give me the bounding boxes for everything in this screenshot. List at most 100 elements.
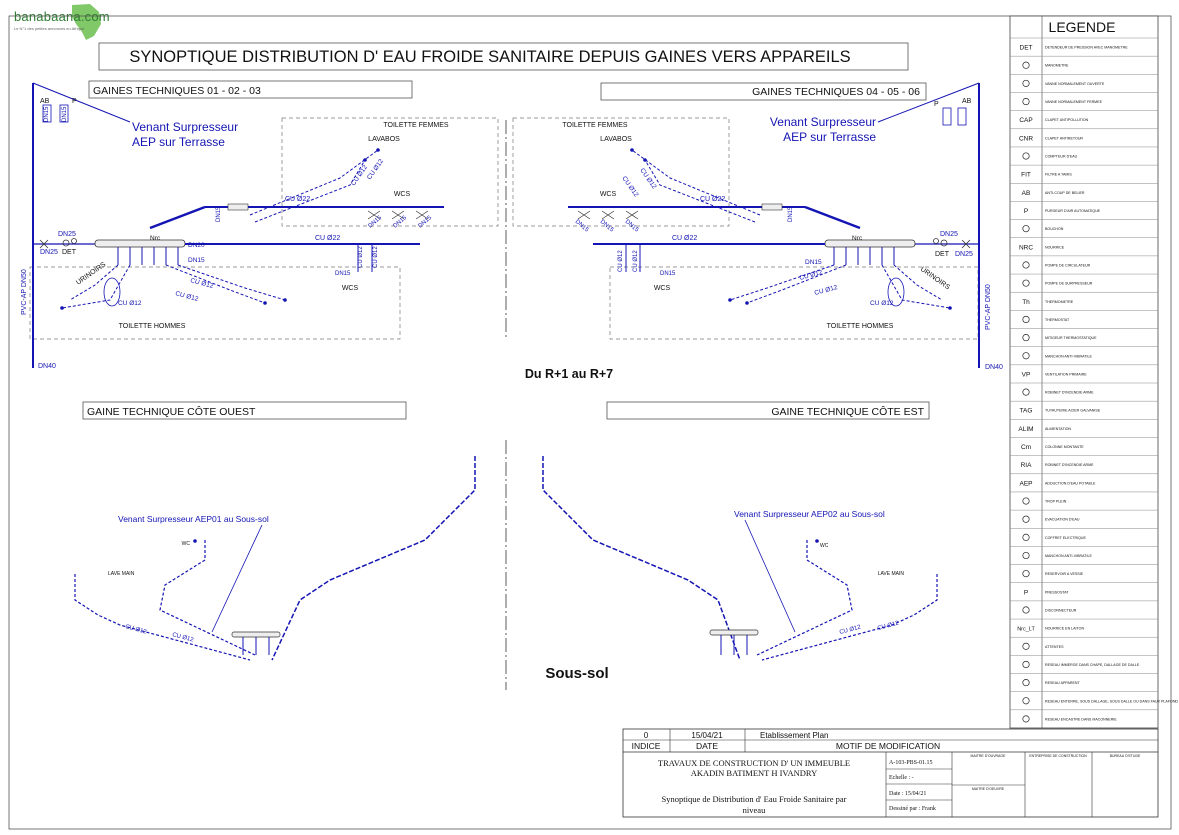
svg-text:TOILETTE FEMMES: TOILETTE FEMMES [562, 122, 628, 129]
legend-symbol: FIT [1021, 172, 1031, 179]
svg-text:DN20: DN20 [188, 242, 205, 249]
section-left-top: GAINES TECHNIQUES 01 - 02 - 03 [93, 85, 261, 97]
svg-text:CU Ø12: CU Ø12 [124, 624, 147, 636]
legend-symbol: TAG [1020, 408, 1033, 415]
svg-text:CU Ø22: CU Ø22 [672, 235, 697, 242]
svg-text:DN15: DN15 [335, 271, 351, 277]
logo-text: banabaana.com [14, 9, 110, 24]
svg-text:Nrc: Nrc [150, 235, 161, 242]
legend-symbol-icon [1022, 497, 1030, 505]
svg-text:DN15: DN15 [805, 259, 822, 266]
svg-text:Date : 15/04/21: Date : 15/04/21 [889, 791, 926, 797]
svg-text:PVC-AP DN50: PVC-AP DN50 [985, 284, 992, 330]
legend-symbol-icon [1022, 679, 1030, 687]
svg-text:CU Ø22: CU Ø22 [285, 196, 310, 203]
legend-item-text: TUYAUTERIE ACIER GALVANISE [1045, 409, 1101, 413]
svg-text:AB: AB [40, 98, 50, 105]
legend-symbol: ALIM [1018, 426, 1033, 433]
legend-symbol: NRC [1019, 244, 1033, 251]
legend-item-text: VANNE NORMALEMENT FERMEE [1045, 100, 1103, 104]
legend-item-text: ALIMENTATION [1045, 427, 1071, 431]
svg-text:DN25: DN25 [955, 251, 973, 258]
svg-text:DN15: DN15 [788, 206, 794, 222]
svg-text:LAVABOS: LAVABOS [368, 136, 400, 143]
legend-item-text: CLAPET ANTIPOLLUTION [1045, 118, 1089, 122]
svg-text:15/04/21: 15/04/21 [691, 731, 723, 740]
svg-text:DN15: DN15 [599, 219, 615, 234]
svg-text:AEP sur Terrasse: AEP sur Terrasse [783, 130, 876, 144]
svg-text:P: P [72, 98, 77, 105]
svg-text:WCS: WCS [654, 285, 671, 292]
title-block: 0 15/04/21 Etablissement Plan INDICE DAT… [622, 728, 1159, 818]
legend-symbol: CNR [1019, 135, 1033, 142]
svg-text:CU Ø12: CU Ø12 [174, 290, 199, 303]
sheet-border [8, 15, 1172, 830]
svg-text:CU Ø12: CU Ø12 [633, 250, 639, 272]
legend-symbol: Cm [1021, 444, 1031, 451]
legend-item-text: RESEAU ENTERRE, SOUS DALLAGE, SOUS DALLE… [1045, 699, 1178, 703]
svg-text:WCS: WCS [600, 191, 617, 198]
legend-item-text: PRESSOSTAT [1045, 590, 1069, 594]
svg-text:DN25: DN25 [58, 231, 76, 238]
svg-text:Echelle : -: Echelle : - [889, 775, 914, 781]
svg-text:CU Ø12: CU Ø12 [171, 632, 194, 644]
legend-symbol: CAP [1019, 117, 1032, 124]
svg-text:CU Ø12: CU Ø12 [366, 158, 385, 182]
svg-text:Venant Surpresseur AEP01 au So: Venant Surpresseur AEP01 au Sous-sol [118, 514, 269, 524]
svg-text:Nrc: Nrc [852, 235, 863, 242]
page-title: SYNOPTIQUE DISTRIBUTION D' EAU FROIDE SA… [129, 48, 850, 66]
legend-item-text: NOURRICE EN LAITON [1045, 627, 1084, 631]
svg-text:DN15: DN15 [62, 106, 68, 122]
legend-symbol-icon [1022, 334, 1030, 342]
svg-text:P: P [934, 101, 939, 108]
legend-item-text: TROP PLEIN [1045, 500, 1067, 504]
legend-item-text: ANTI-COUP DE BELIER [1045, 191, 1085, 195]
legend-item-text: POMPE DE SURPRESSEUR [1045, 282, 1093, 286]
legend-symbol-icon [1022, 61, 1030, 69]
legend-symbol: AEP [1019, 480, 1032, 487]
svg-text:DN15: DN15 [660, 271, 676, 277]
svg-text:MOTIF DE MODIFICATION: MOTIF DE MODIFICATION [836, 741, 940, 751]
svg-text:DN15: DN15 [216, 206, 222, 222]
legend-symbol-icon [1022, 315, 1030, 323]
svg-text:CU Ø12: CU Ø12 [870, 300, 894, 307]
svg-text:LAVE MAIN: LAVE MAIN [108, 571, 135, 577]
svg-text:Etablissement Plan: Etablissement Plan [760, 731, 828, 740]
legend-symbol-icon [1022, 98, 1030, 106]
legend-symbol-icon [1022, 388, 1030, 396]
svg-text:CU Ø12: CU Ø12 [638, 167, 657, 191]
legend-symbol-icon [1022, 79, 1030, 87]
svg-text:WCS: WCS [342, 285, 359, 292]
svg-text:Venant Surpresseur: Venant Surpresseur [132, 120, 238, 134]
svg-text:BUREAU D'ETUDE: BUREAU D'ETUDE [1110, 754, 1141, 758]
svg-text:LAVABOS: LAVABOS [600, 136, 632, 143]
svg-text:TOILETTE FEMMES: TOILETTE FEMMES [383, 122, 449, 129]
legend-item-text: THERMOMETRE [1045, 300, 1074, 304]
legend-item-text: RESEAU APPARENT [1045, 681, 1080, 685]
svg-text:CU Ø12: CU Ø12 [839, 624, 862, 636]
site-logo: banabaana.com Le N°1 des petites annonce… [2, 2, 110, 42]
svg-text:DATE: DATE [696, 741, 718, 751]
legend-symbol-icon [1022, 715, 1030, 723]
svg-text:DN15: DN15 [574, 219, 590, 234]
svg-text:DET: DET [62, 249, 77, 256]
legend-symbol-icon [1022, 352, 1030, 360]
legend-symbol: DET [1020, 45, 1033, 52]
svg-text:WC: WC [182, 541, 191, 547]
svg-text:0: 0 [644, 731, 649, 740]
logo-tagline: Le N°1 des petites annonces en Afrique [14, 26, 85, 31]
svg-text:Venant Surpresseur: Venant Surpresseur [770, 115, 876, 129]
svg-text:TRAVAUX DE CONSTRUCTION D' UN: TRAVAUX DE CONSTRUCTION D' UN IMMEUBLE [658, 758, 850, 768]
legend-item-text: RESERVOIR A VESSIE [1045, 572, 1084, 576]
legend-item-text: NOURRICE [1045, 245, 1065, 249]
section-right-top: GAINES TECHNIQUES 04 - 05 - 06 [752, 86, 920, 98]
svg-text:CU Ø12: CU Ø12 [618, 250, 624, 272]
legend-symbol-icon [1022, 279, 1030, 287]
svg-text:AKADIN BATIMENT H IVANDRY: AKADIN BATIMENT H IVANDRY [691, 768, 817, 778]
svg-text:DN15: DN15 [367, 215, 383, 230]
legend-item-text: MANOMETRE [1045, 64, 1069, 68]
legend-symbol-icon [1022, 570, 1030, 578]
legend-item-text: POMPE DE CIRCULATEUR [1045, 263, 1091, 267]
svg-text:CU Ø12: CU Ø12 [799, 269, 824, 282]
